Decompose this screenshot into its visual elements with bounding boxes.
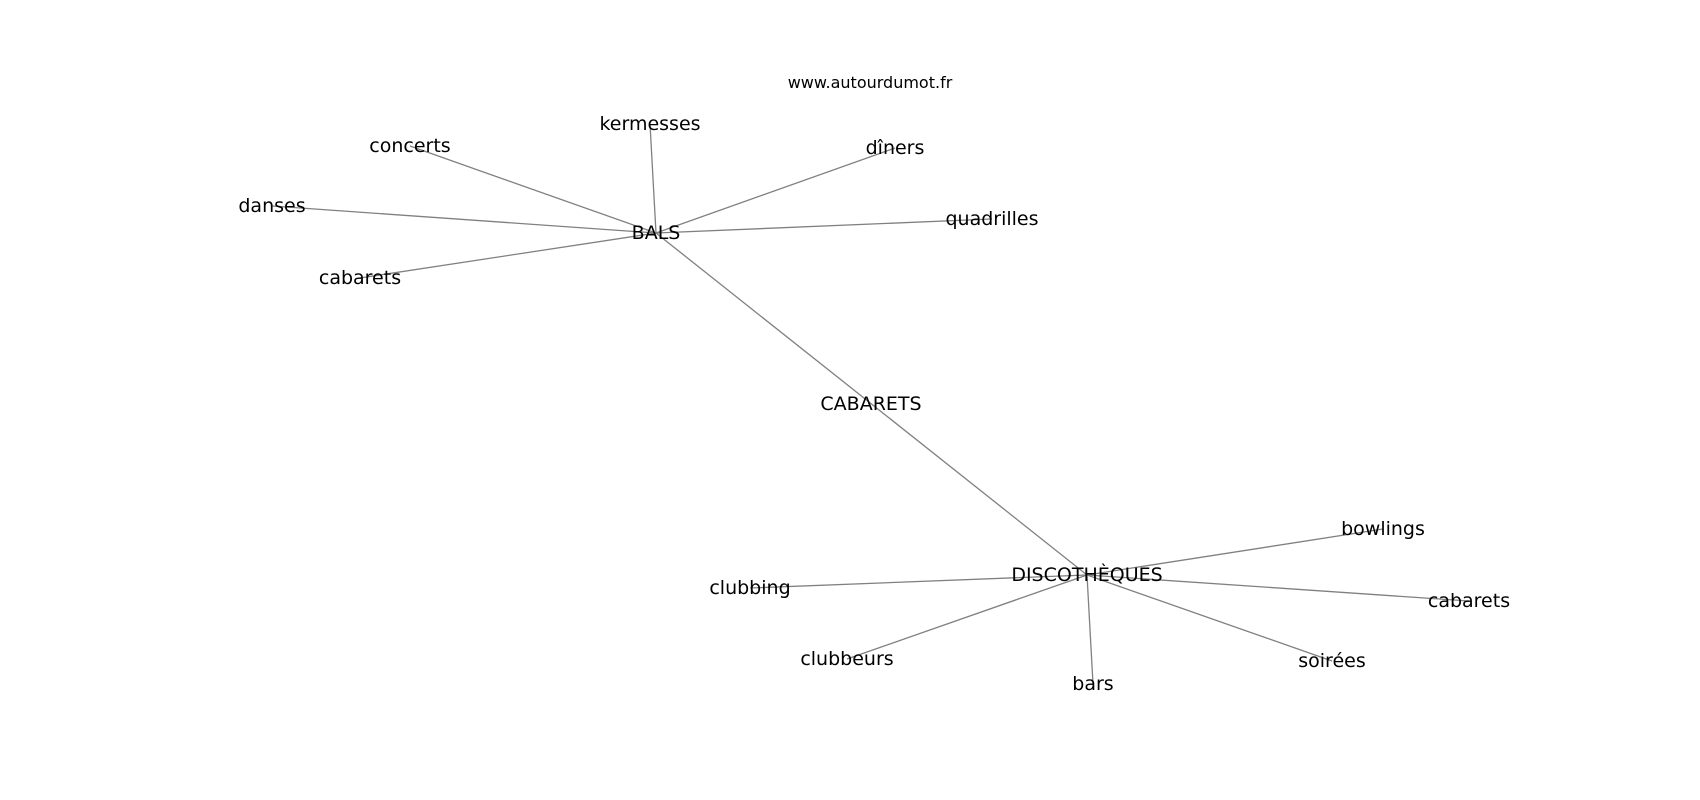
- node-diners[interactable]: dîners: [866, 137, 925, 159]
- edge-bals-concerts: [409, 145, 657, 234]
- node-concerts[interactable]: concerts: [369, 135, 450, 157]
- node-soirees[interactable]: soirées: [1298, 650, 1365, 672]
- edge-discotheques-cabarets-2: [1086, 574, 1470, 602]
- node-cabarets-2[interactable]: cabarets: [1428, 590, 1510, 612]
- edge-discotheques-clubbeurs: [846, 574, 1088, 660]
- node-cabarets-center[interactable]: CABARETS: [820, 393, 921, 415]
- node-discotheques[interactable]: DISCOTHÈQUES: [1011, 563, 1162, 586]
- node-kermesses[interactable]: kermesses: [599, 113, 700, 135]
- edge-discotheques-bowlings: [1086, 528, 1384, 576]
- node-clubbing[interactable]: clubbing: [709, 577, 790, 599]
- edge-bals-kermesses: [649, 123, 657, 234]
- node-bals[interactable]: BALS: [632, 222, 681, 244]
- edge-bals-discotheques: [655, 232, 1088, 576]
- node-cabarets-1[interactable]: cabarets: [319, 267, 401, 289]
- node-bars[interactable]: bars: [1072, 673, 1113, 695]
- node-danses[interactable]: danses: [238, 195, 305, 217]
- source-watermark: www.autourdumot.fr: [788, 73, 953, 92]
- node-bowlings[interactable]: bowlings: [1341, 518, 1425, 540]
- edge-bals-cabarets-1: [359, 232, 657, 279]
- edge-discotheques-soirees: [1086, 574, 1333, 662]
- edge-discotheques-clubbing: [749, 574, 1088, 589]
- edge-bals-quadrilles: [655, 218, 993, 234]
- edge-bals-diners: [655, 147, 896, 234]
- node-quadrilles[interactable]: quadrilles: [945, 208, 1038, 230]
- graph-labels: www.autourdumot.fr CABARETS BALS kermesses…: [238, 73, 1510, 695]
- graph-edges: [271, 123, 1470, 685]
- node-clubbeurs[interactable]: clubbeurs: [800, 648, 893, 670]
- edge-bals-danses: [271, 205, 657, 234]
- edge-discotheques-bars: [1086, 574, 1094, 685]
